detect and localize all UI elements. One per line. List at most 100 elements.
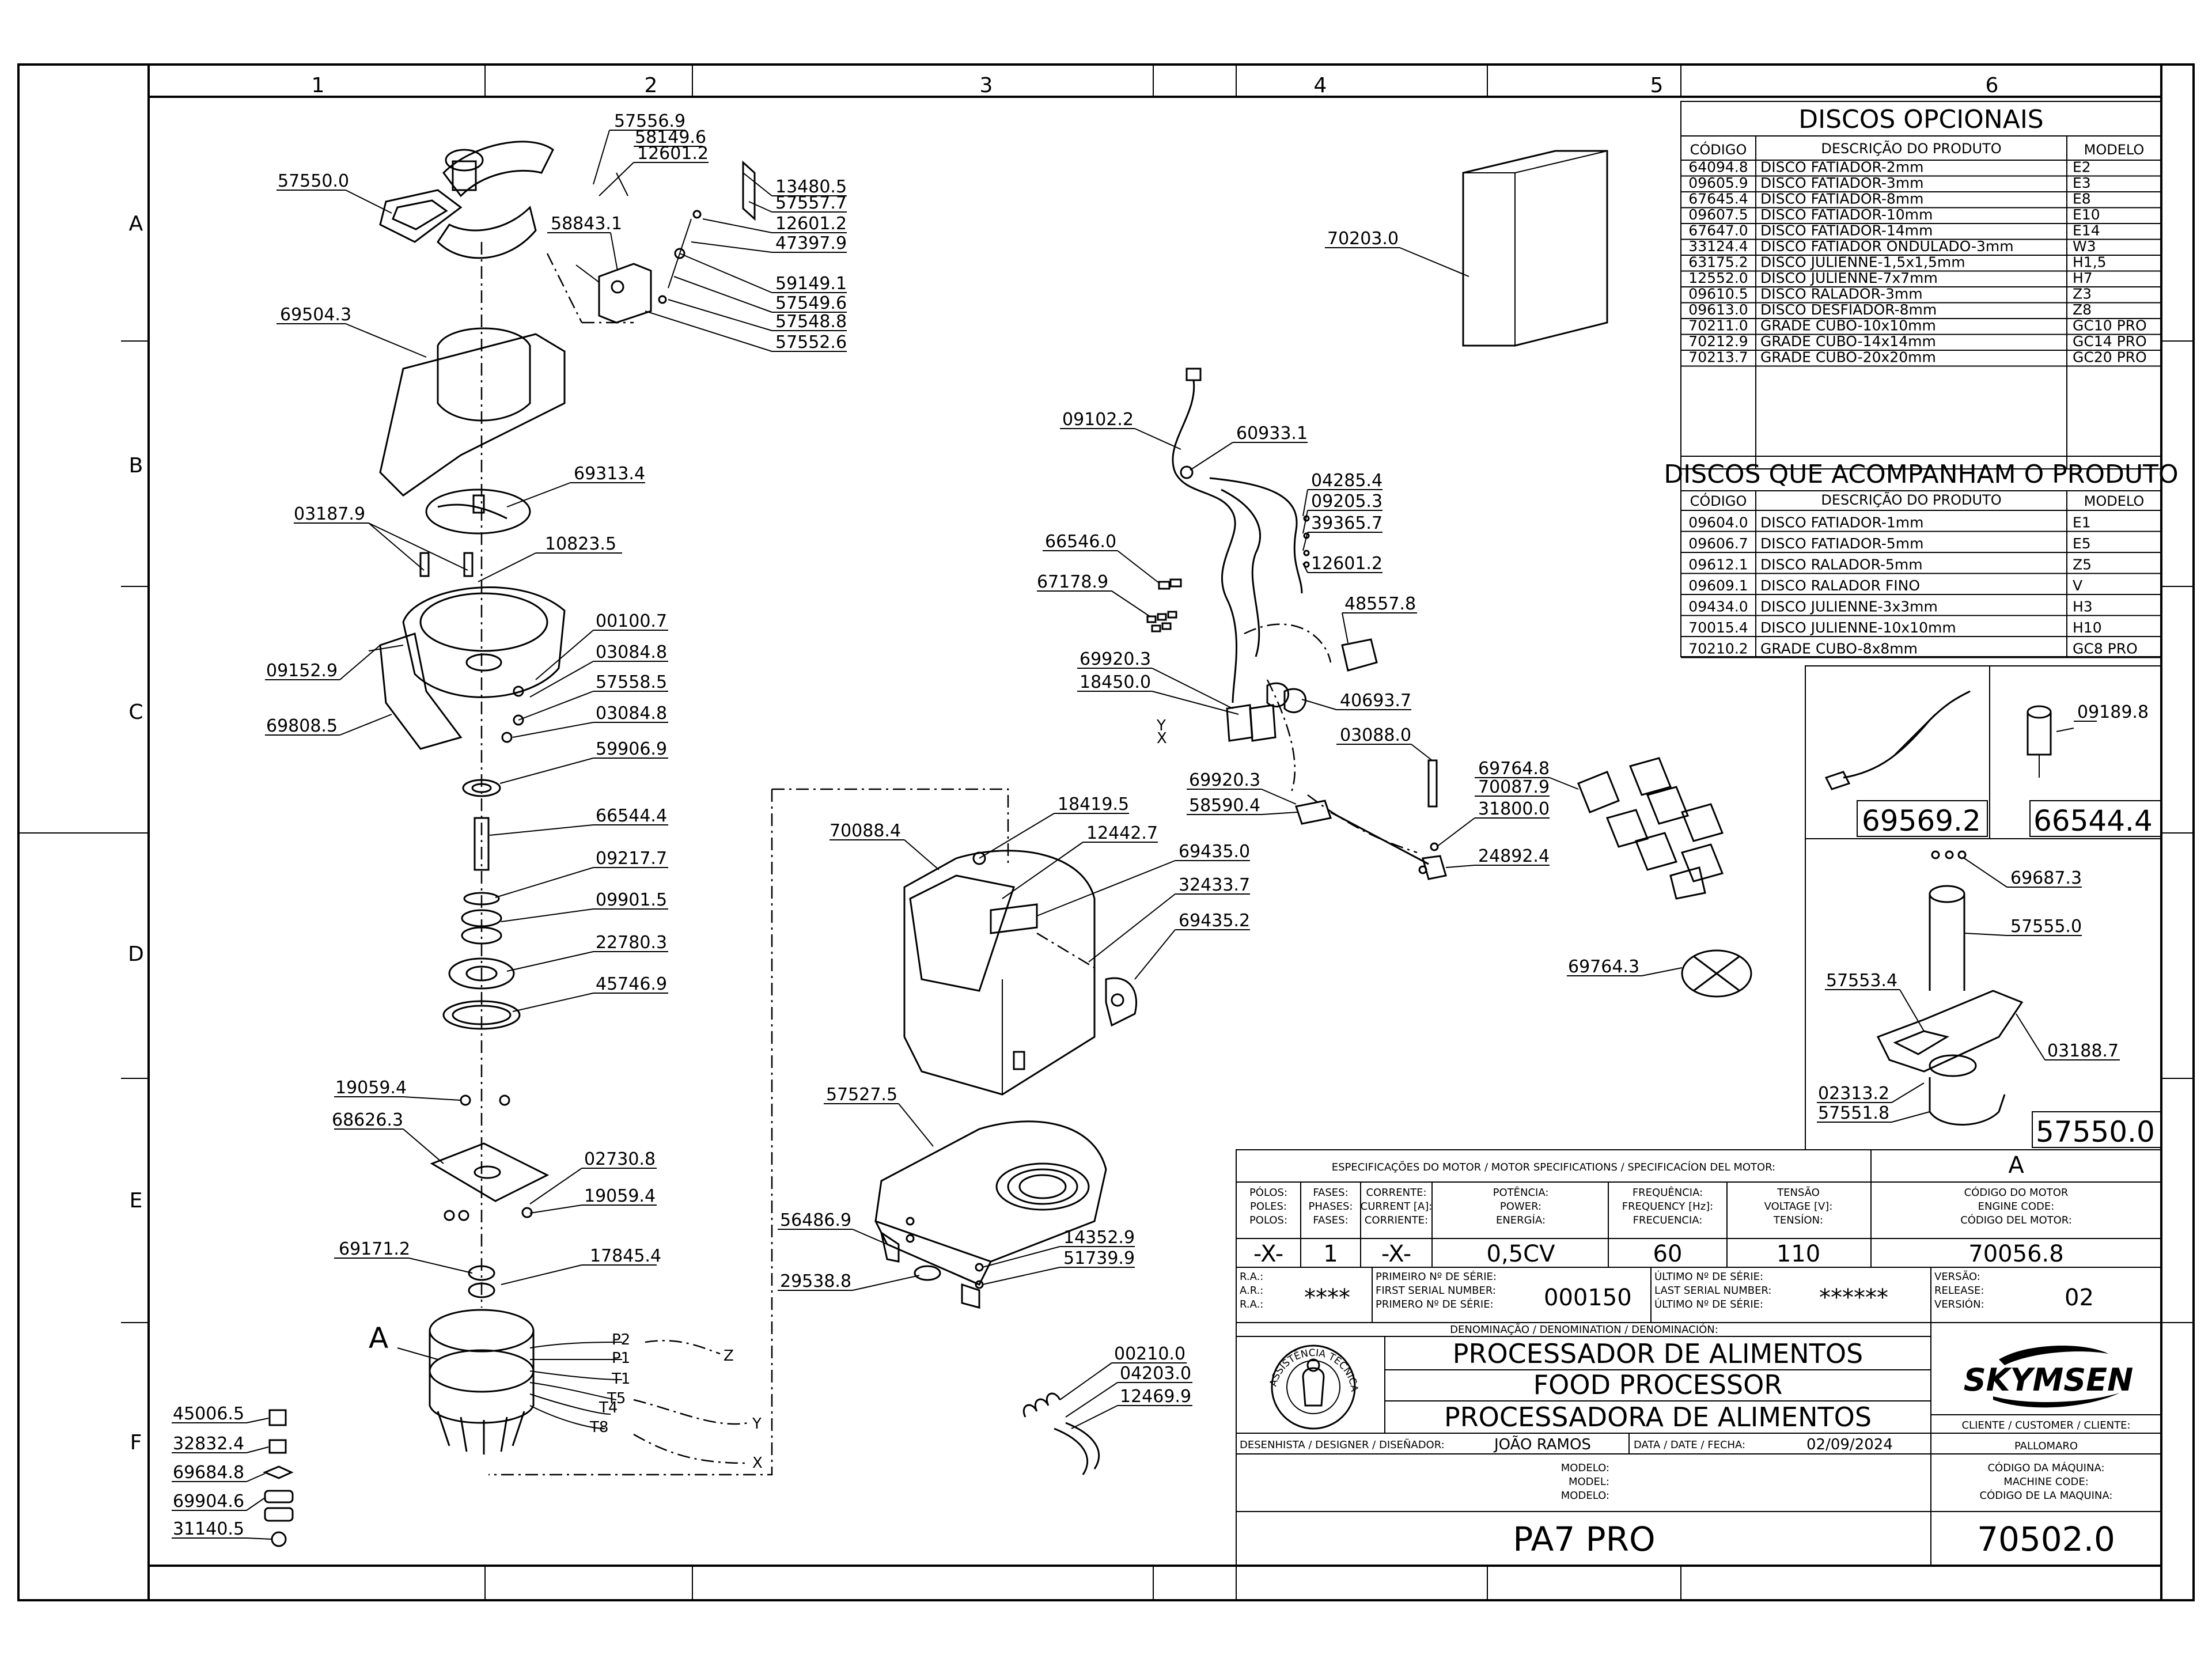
callout-12601-2-a: 12601.2	[637, 143, 709, 164]
included_discs-row-2-model: Z5	[2073, 556, 2092, 573]
name-en: FOOD PROCESSOR	[1533, 1369, 1783, 1400]
callout-17845-4: 17845.4	[590, 1246, 661, 1266]
model-label-2: MODELO:	[1561, 1490, 1609, 1502]
optional-header-code: CÓDIGO	[1690, 141, 1747, 158]
version-label-2: VERSIÓN:	[1934, 1298, 1984, 1310]
optional_discs-row-11-code: 70212.9	[1688, 333, 1748, 350]
hdr-engine-2: CÓDIGO DEL MOTOR:	[1960, 1214, 2072, 1226]
first-serial-label-2: PRIMERO Nº DE SÉRIE:	[1376, 1298, 1494, 1310]
included_discs-row-2-desc: DISCO RALADOR-5mm	[1760, 556, 1923, 573]
callout-22780-3: 22780.3	[596, 933, 667, 953]
callout-09102-2: 09102.2	[1062, 410, 1134, 430]
optional_discs-row-8-desc: DISCO RALADOR-3mm	[1760, 286, 1923, 302]
optional_discs-row-0-model: E2	[2073, 159, 2091, 176]
authorized-service-seal: ASSISTÊNCIA TÉCNICA AUTORIZADA	[0, 0, 1360, 1430]
optional_discs-row-10-desc: GRADE CUBO-10x10mm	[1760, 317, 1936, 334]
callout-69764-8: 69764.8	[1478, 759, 1550, 779]
callout-02730-8: 02730.8	[584, 1149, 656, 1169]
brand-text: SKYMSEN	[1964, 1362, 2134, 1398]
callout-60933-1: 60933.1	[1236, 423, 1308, 444]
callout-12601-2-c: 12601.2	[1311, 554, 1382, 574]
model-label-0: MODELO:	[1561, 1462, 1609, 1474]
detail-bottom-code: 57550.0	[2036, 1115, 2155, 1149]
callout-57555-0: 57555.0	[2010, 916, 2082, 937]
callout-69920-3-b: 69920.3	[1189, 770, 1260, 790]
callout-14352-9: 14352.9	[1063, 1228, 1135, 1248]
part-disc	[425, 488, 531, 535]
optional_discs-row-3-code: 09607.5	[1688, 206, 1748, 223]
included_discs-row-6-desc: GRADE CUBO-8x8mm	[1760, 641, 1918, 657]
last-serial-label-0: ÚLTIMO Nº DE SÉRIE:	[1654, 1270, 1763, 1283]
grid-col-2: 2	[645, 74, 658, 97]
callout-31140-5: 31140.5	[173, 1519, 244, 1539]
optional_discs-row-3-model: E10	[2073, 206, 2100, 223]
optional_discs-row-10-code: 70211.0	[1688, 317, 1748, 334]
val-phases: 1	[1323, 1241, 1338, 1267]
brand-logo: SKYMSEN	[1964, 1346, 2134, 1408]
optional_discs-row-5-code: 33124.4	[1688, 238, 1748, 255]
designer-value: JOÃO RAMOS	[1493, 1435, 1591, 1453]
wire-P1: P1	[612, 1350, 630, 1367]
callout-09152-9: 09152.9	[266, 661, 338, 681]
included-header-code: CÓDIGO	[1690, 492, 1747, 509]
hdr-voltage-2: TENSÍON:	[1773, 1214, 1823, 1226]
version-label-1: RELEASE:	[1934, 1285, 1984, 1297]
callout-29538-8: 29538.8	[780, 1271, 851, 1291]
hdr-poles-2: POLOS:	[1249, 1214, 1287, 1226]
callout-66546-0: 66546.0	[1045, 532, 1116, 552]
wire-Y: Y	[752, 1415, 762, 1433]
hdr-freq-2: FRECUENCIA:	[1633, 1214, 1703, 1226]
first-serial-label-0: PRIMEIRO Nº DE SÉRIE:	[1376, 1270, 1497, 1283]
optional_discs-row-5-desc: DISCO FATIADOR ONDULADO-3mm	[1760, 238, 2014, 255]
part-blades	[1577, 757, 1724, 900]
callout-57552-6: 57552.6	[775, 332, 847, 353]
callout-48557-8: 48557.8	[1344, 594, 1416, 614]
wire-X: X	[752, 1455, 763, 1472]
callout-68626-3: 68626.3	[332, 1110, 403, 1130]
optional_discs-row-11-desc: GRADE CUBO-14x14mm	[1760, 333, 1936, 350]
included_discs-row-0-code: 09604.0	[1688, 514, 1748, 531]
name-pt: PROCESSADOR DE ALIMENTOS	[1453, 1338, 1863, 1369]
included_discs-row-4-code: 09434.0	[1688, 599, 1748, 615]
included_discs-row-1-code: 09606.7	[1688, 535, 1748, 552]
val-engine-code: 70056.8	[1968, 1241, 2063, 1267]
grid-col-5: 5	[1650, 74, 1664, 97]
machine-code-label-2: CÓDIGO DE LA MAQUINA:	[1980, 1489, 2113, 1502]
callout-00100-7: 00100.7	[596, 611, 667, 631]
hdr-current-0: CORRENTE:	[1366, 1187, 1426, 1199]
included_discs-row-1-desc: DISCO FATIADOR-5mm	[1760, 535, 1923, 552]
part-wiring-harness	[1172, 368, 1447, 880]
client-value: PALLOMARO	[2014, 1440, 2078, 1452]
callout-66544-4: 66544.4	[596, 806, 667, 826]
optional_discs-row-5-model: W3	[2073, 238, 2096, 255]
optional_discs-row-8-code: 09610.5	[1688, 286, 1748, 302]
callout-12601-2-b: 12601.2	[775, 214, 847, 234]
first-serial-label-1: FIRST SERIAL NUMBER:	[1376, 1285, 1496, 1297]
optional_discs-row-6-code: 63175.2	[1688, 254, 1748, 271]
callout-19059-4-b: 19059.4	[584, 1186, 656, 1206]
callout-57550-0: 57550.0	[278, 171, 349, 191]
grid-row-B: B	[129, 454, 143, 478]
part-motor	[429, 1265, 749, 1464]
optional_discs-row-12-model: GC20 PRO	[2073, 349, 2147, 366]
last-serial-value: ******	[1819, 1285, 1888, 1311]
wire-y-small: Y	[1156, 717, 1166, 734]
hdr-current-2: CORRIENTE:	[1365, 1214, 1428, 1226]
machine-code-value: 70502.0	[1977, 1520, 2115, 1559]
optional_discs-row-4-desc: DISCO FATIADOR-14mm	[1760, 222, 1933, 239]
hdr-power-2: ENERGÍA:	[1496, 1214, 1546, 1226]
wire-x-small: X	[1157, 730, 1167, 747]
ra-value: ****	[1304, 1285, 1350, 1311]
left-callouts: 57556.9 58149.6 12601.2 57550.0 13480.5 …	[172, 111, 847, 1540]
motor-ref-cell: A	[2008, 1152, 2024, 1179]
hdr-poles-0: PÓLOS:	[1249, 1186, 1287, 1199]
hdr-power-0: POTÊNCIA:	[1493, 1186, 1549, 1199]
grid-row-C: C	[128, 700, 143, 724]
detail-right-code: 66544.4	[2033, 804, 2153, 838]
included_discs-row-3-desc: DISCO RALADOR FINO	[1760, 577, 1920, 594]
callout-69435-0: 69435.0	[1179, 842, 1250, 862]
callout-12442-7: 12442.7	[1086, 823, 1158, 843]
callout-70088-4: 70088.4	[830, 821, 901, 841]
detail-left-code: 69569.2	[1862, 804, 1981, 838]
val-poles: -X-	[1253, 1241, 1283, 1267]
